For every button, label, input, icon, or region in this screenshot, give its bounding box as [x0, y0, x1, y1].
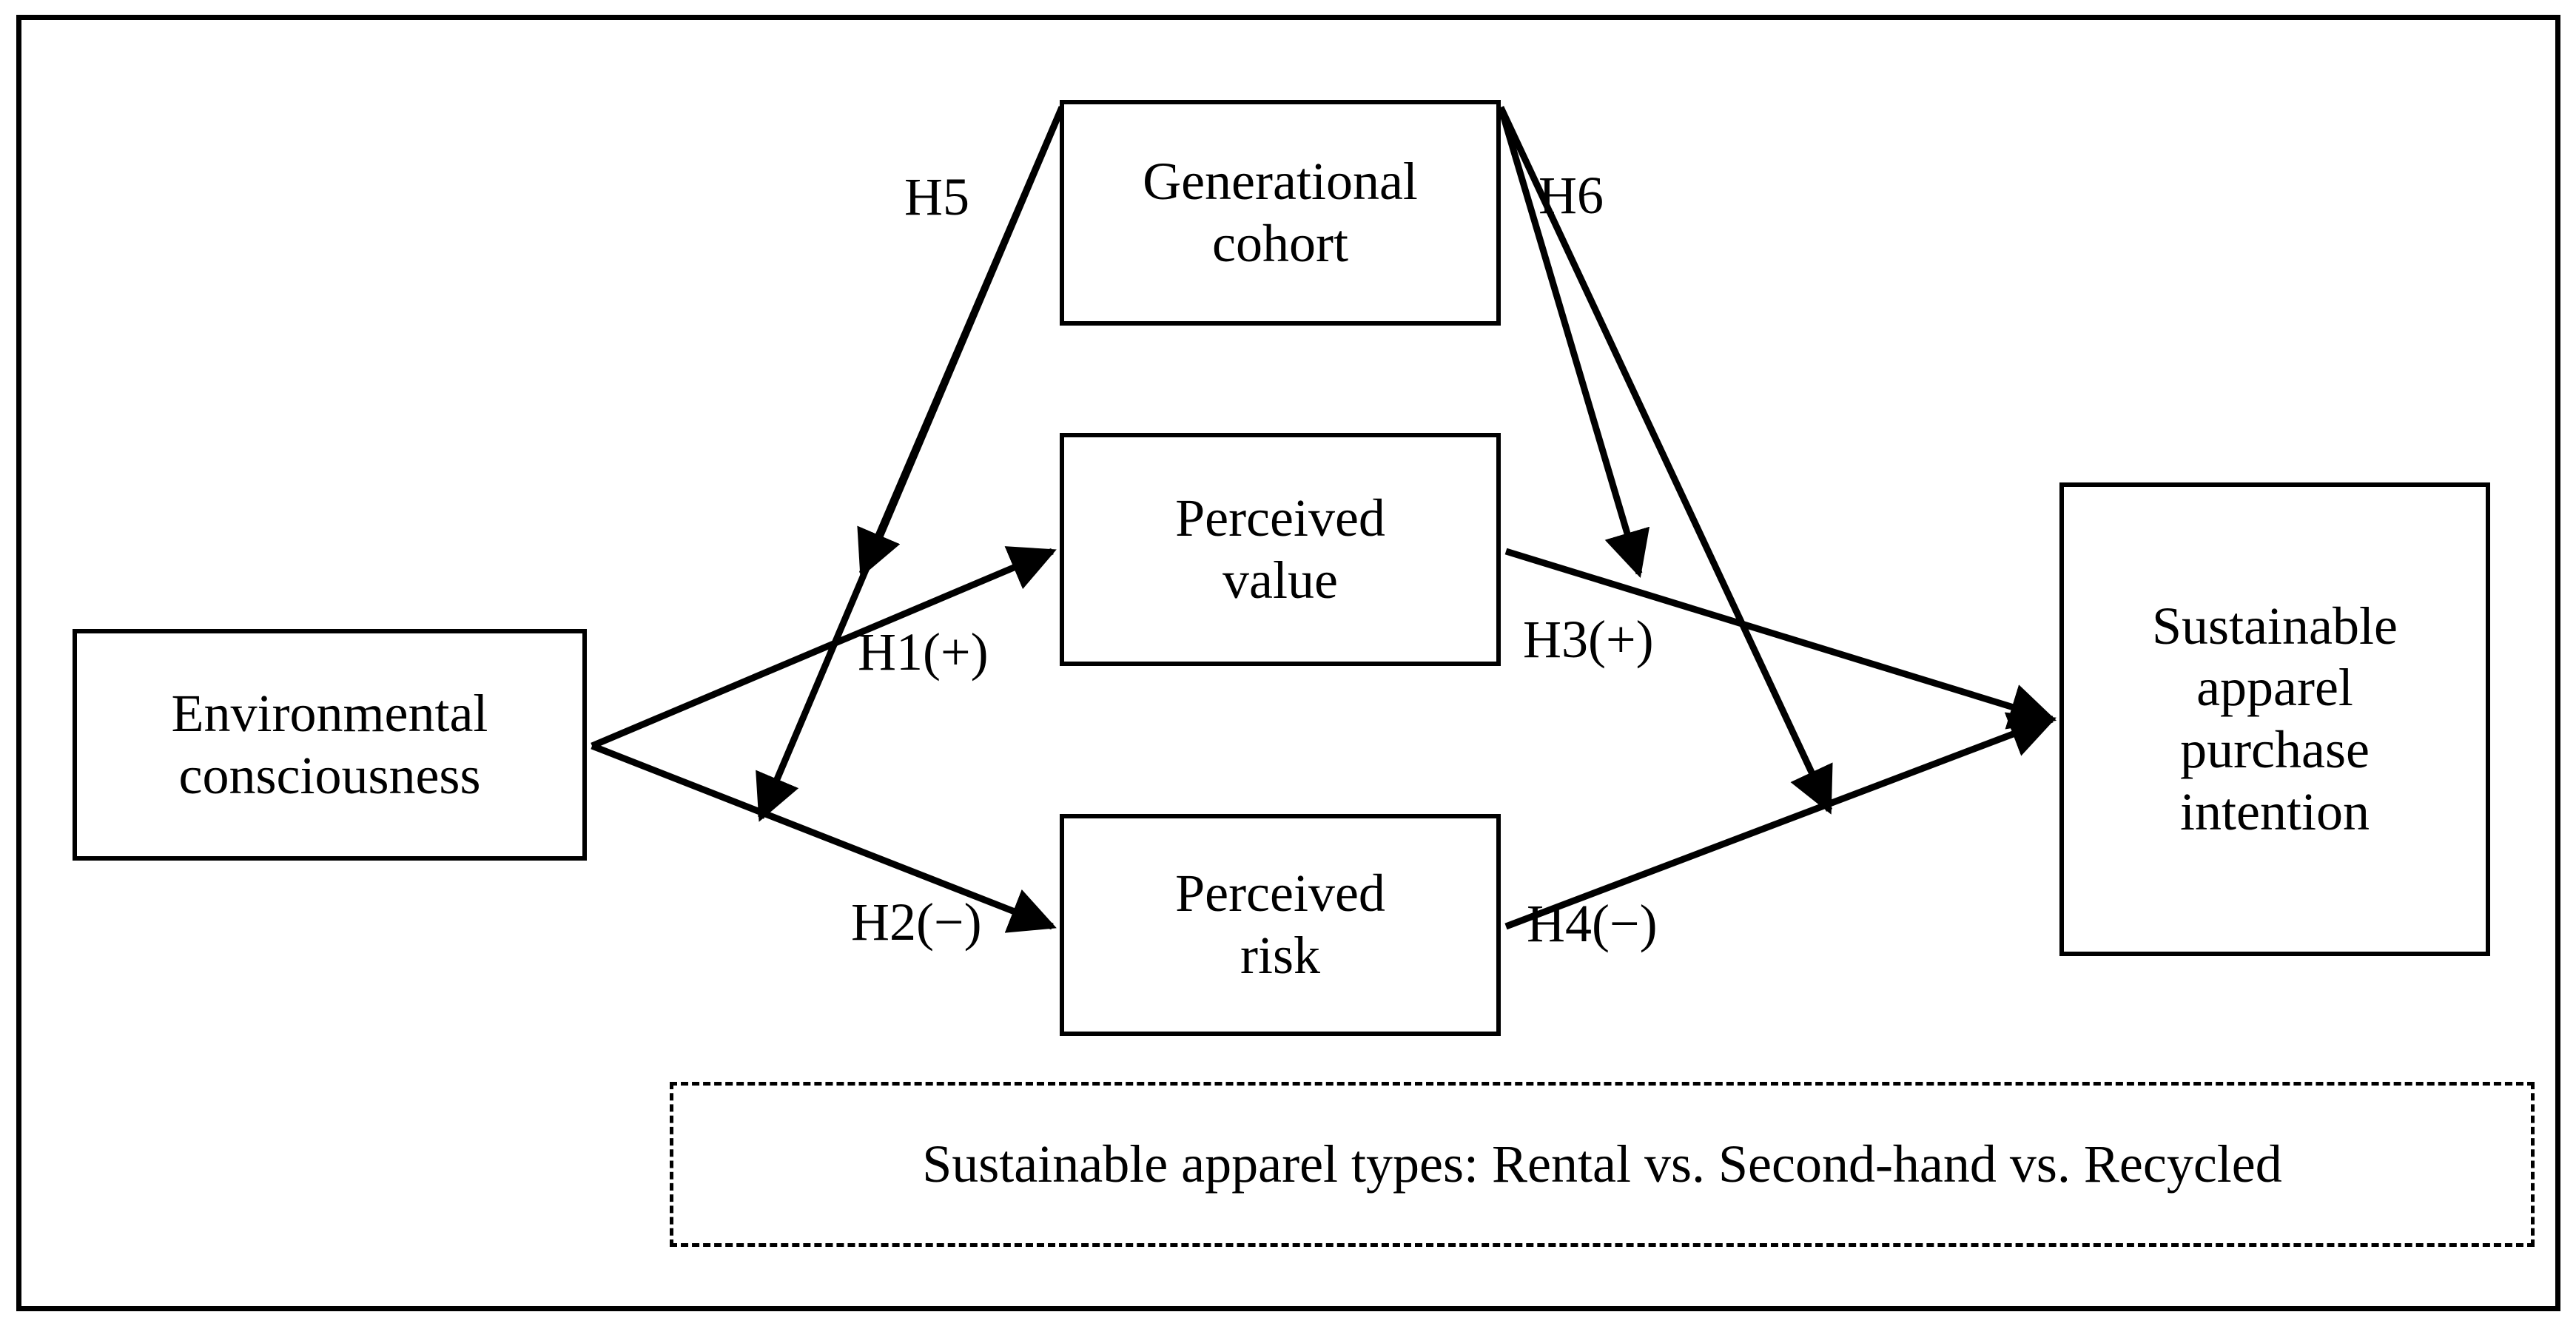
node-generational-cohort-label: Generational cohort: [1143, 151, 1418, 273]
path-label-h4: H4(−): [1527, 894, 1658, 953]
path-label-h1: H1(+): [858, 622, 989, 682]
path-label-h6: H6: [1538, 166, 1604, 225]
node-environmental-consciousness[interactable]: Environmental consciousness: [73, 629, 587, 861]
figure-outer-border: [16, 15, 2560, 1311]
node-perceived-risk[interactable]: Perceived risk: [1060, 814, 1501, 1036]
path-label-h3: H3(+): [1523, 610, 1654, 669]
path-label-h5: H5: [904, 167, 969, 226]
node-sustainable-apparel-purchase-intention[interactable]: Sustainable apparel purchase intention: [2059, 482, 2490, 956]
node-perceived-value-label: Perceived value: [1175, 488, 1385, 610]
node-sustainable-apparel-purchase-intention-label: Sustainable apparel purchase intention: [2152, 596, 2398, 841]
node-environmental-consciousness-label: Environmental consciousness: [171, 683, 488, 805]
node-perceived-risk-label: Perceived risk: [1175, 864, 1385, 985]
node-generational-cohort[interactable]: Generational cohort: [1060, 100, 1501, 326]
path-label-h2: H2(−): [851, 892, 982, 952]
node-perceived-value[interactable]: Perceived value: [1060, 433, 1501, 666]
node-sustainable-apparel-types[interactable]: Sustainable apparel types: Rental vs. Se…: [670, 1082, 2535, 1247]
node-sustainable-apparel-types-label: Sustainable apparel types: Rental vs. Se…: [922, 1134, 2282, 1194]
